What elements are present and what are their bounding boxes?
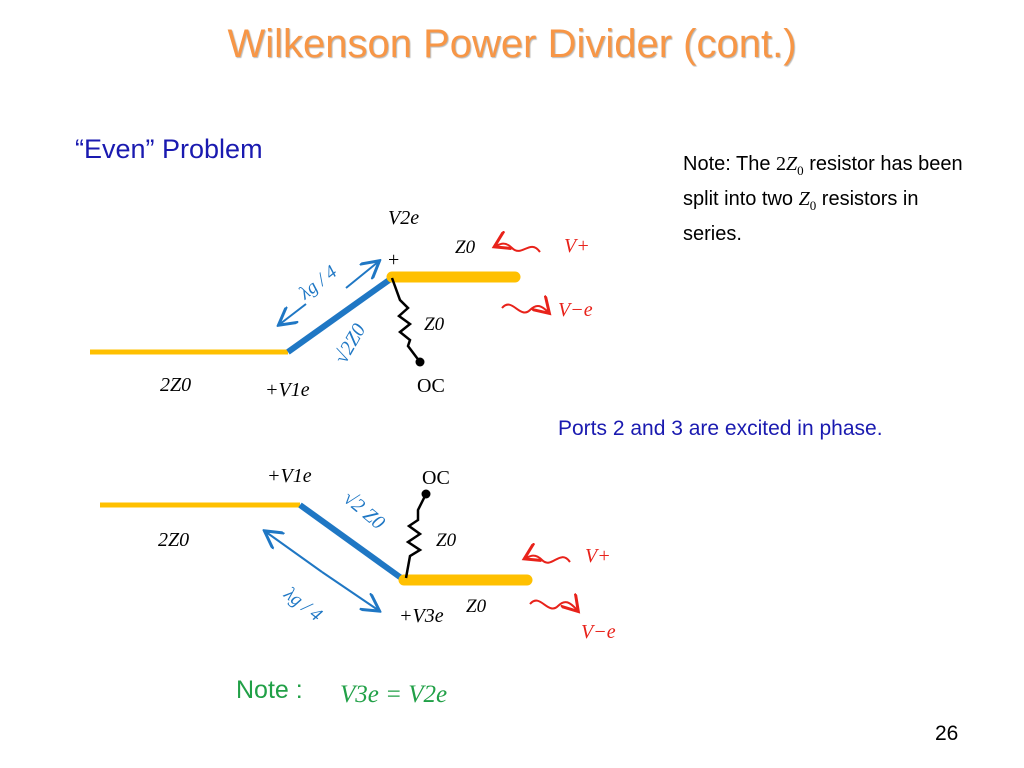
note-coef: 2 bbox=[776, 153, 787, 175]
bottom-lambda-arrow-down bbox=[321, 571, 378, 610]
bottom-oc-label: OC bbox=[422, 467, 450, 489]
top-sqrt2z0-label: √2Z0 bbox=[330, 320, 370, 367]
bottom-z0-line-label: Z0 bbox=[466, 596, 487, 617]
even-problem-heading: “Even” Problem bbox=[75, 134, 263, 164]
slide-title: Wilkenson Power Divider (cont.) bbox=[227, 22, 797, 66]
note-sub: 0 bbox=[797, 163, 804, 178]
note-var: Z bbox=[786, 153, 798, 175]
top-oc-terminal bbox=[415, 357, 425, 367]
bottom-z0-resistor bbox=[404, 493, 428, 579]
bottom-note-label: Note : bbox=[236, 676, 303, 704]
top-reflected-wave bbox=[501, 305, 548, 313]
top-quarter-wave-line bbox=[286, 275, 394, 355]
resistor-split-note: Note: The 2Z0 resistor has been split in… bbox=[683, 150, 973, 249]
top-incident-wave bbox=[496, 244, 541, 253]
bottom-circuit: +V1e OC √2 Z0 Z0 2Z0 Z0 λg / 4 +V3e V+ V… bbox=[100, 465, 616, 643]
top-v1e-label: +V1e bbox=[265, 379, 310, 401]
bottom-v-plus-label: V+ bbox=[585, 545, 611, 567]
bottom-note: Note : bbox=[236, 676, 303, 705]
bottom-v3e-label: +V3e bbox=[399, 605, 444, 627]
note-var-2: Z bbox=[798, 188, 810, 210]
top-2z0-label: 2Z0 bbox=[160, 374, 191, 396]
top-z0-res-label: Z0 bbox=[424, 314, 445, 335]
top-v-plus-label: V+ bbox=[564, 235, 590, 257]
top-lambda-label: λg / 4 bbox=[294, 261, 341, 304]
bottom-lambda-label: λg / 4 bbox=[279, 583, 326, 626]
page-number: 26 bbox=[935, 722, 959, 745]
top-lambda-arrow-lower bbox=[280, 303, 307, 324]
bottom-z0-res-label: Z0 bbox=[436, 530, 457, 551]
bottom-note-equation: V3e = V2e bbox=[340, 681, 447, 708]
bottom-oc-terminal bbox=[421, 489, 431, 499]
bottom-lambda-arrow-up bbox=[266, 532, 323, 573]
top-v2e-label: V2e bbox=[388, 207, 419, 229]
bottom-v1e-label: +V1e bbox=[267, 465, 312, 487]
top-v-minus-label: V−e bbox=[558, 299, 593, 321]
note-sub-2: 0 bbox=[809, 198, 817, 213]
top-z0-resistor bbox=[390, 277, 421, 363]
note-part1: Note: The bbox=[683, 153, 777, 175]
top-circuit: V2e + Z0 Z0 √2Z0 λg / 4 2Z0 +V1e OC V+ V… bbox=[90, 207, 593, 401]
ports-in-phase-text: Ports 2 and 3 are excited in phase. bbox=[558, 417, 883, 440]
top-lambda-arrow-upper bbox=[345, 262, 378, 289]
bottom-reflected-wave bbox=[529, 601, 577, 610]
note-part2: resistor has been split into two bbox=[683, 153, 963, 210]
bottom-2z0-label: 2Z0 bbox=[158, 529, 189, 551]
bottom-v-minus-label: V−e bbox=[581, 621, 616, 643]
bottom-quarter-wave-line bbox=[298, 502, 406, 583]
top-z0-line-label: Z0 bbox=[455, 237, 476, 258]
top-plus-label: + bbox=[388, 249, 399, 271]
bottom-sqrt2z0-label: √2 Z0 bbox=[339, 487, 389, 534]
top-oc-label: OC bbox=[417, 375, 445, 397]
bottom-incident-wave bbox=[526, 556, 571, 564]
note-part3: resistors in series. bbox=[683, 188, 919, 245]
